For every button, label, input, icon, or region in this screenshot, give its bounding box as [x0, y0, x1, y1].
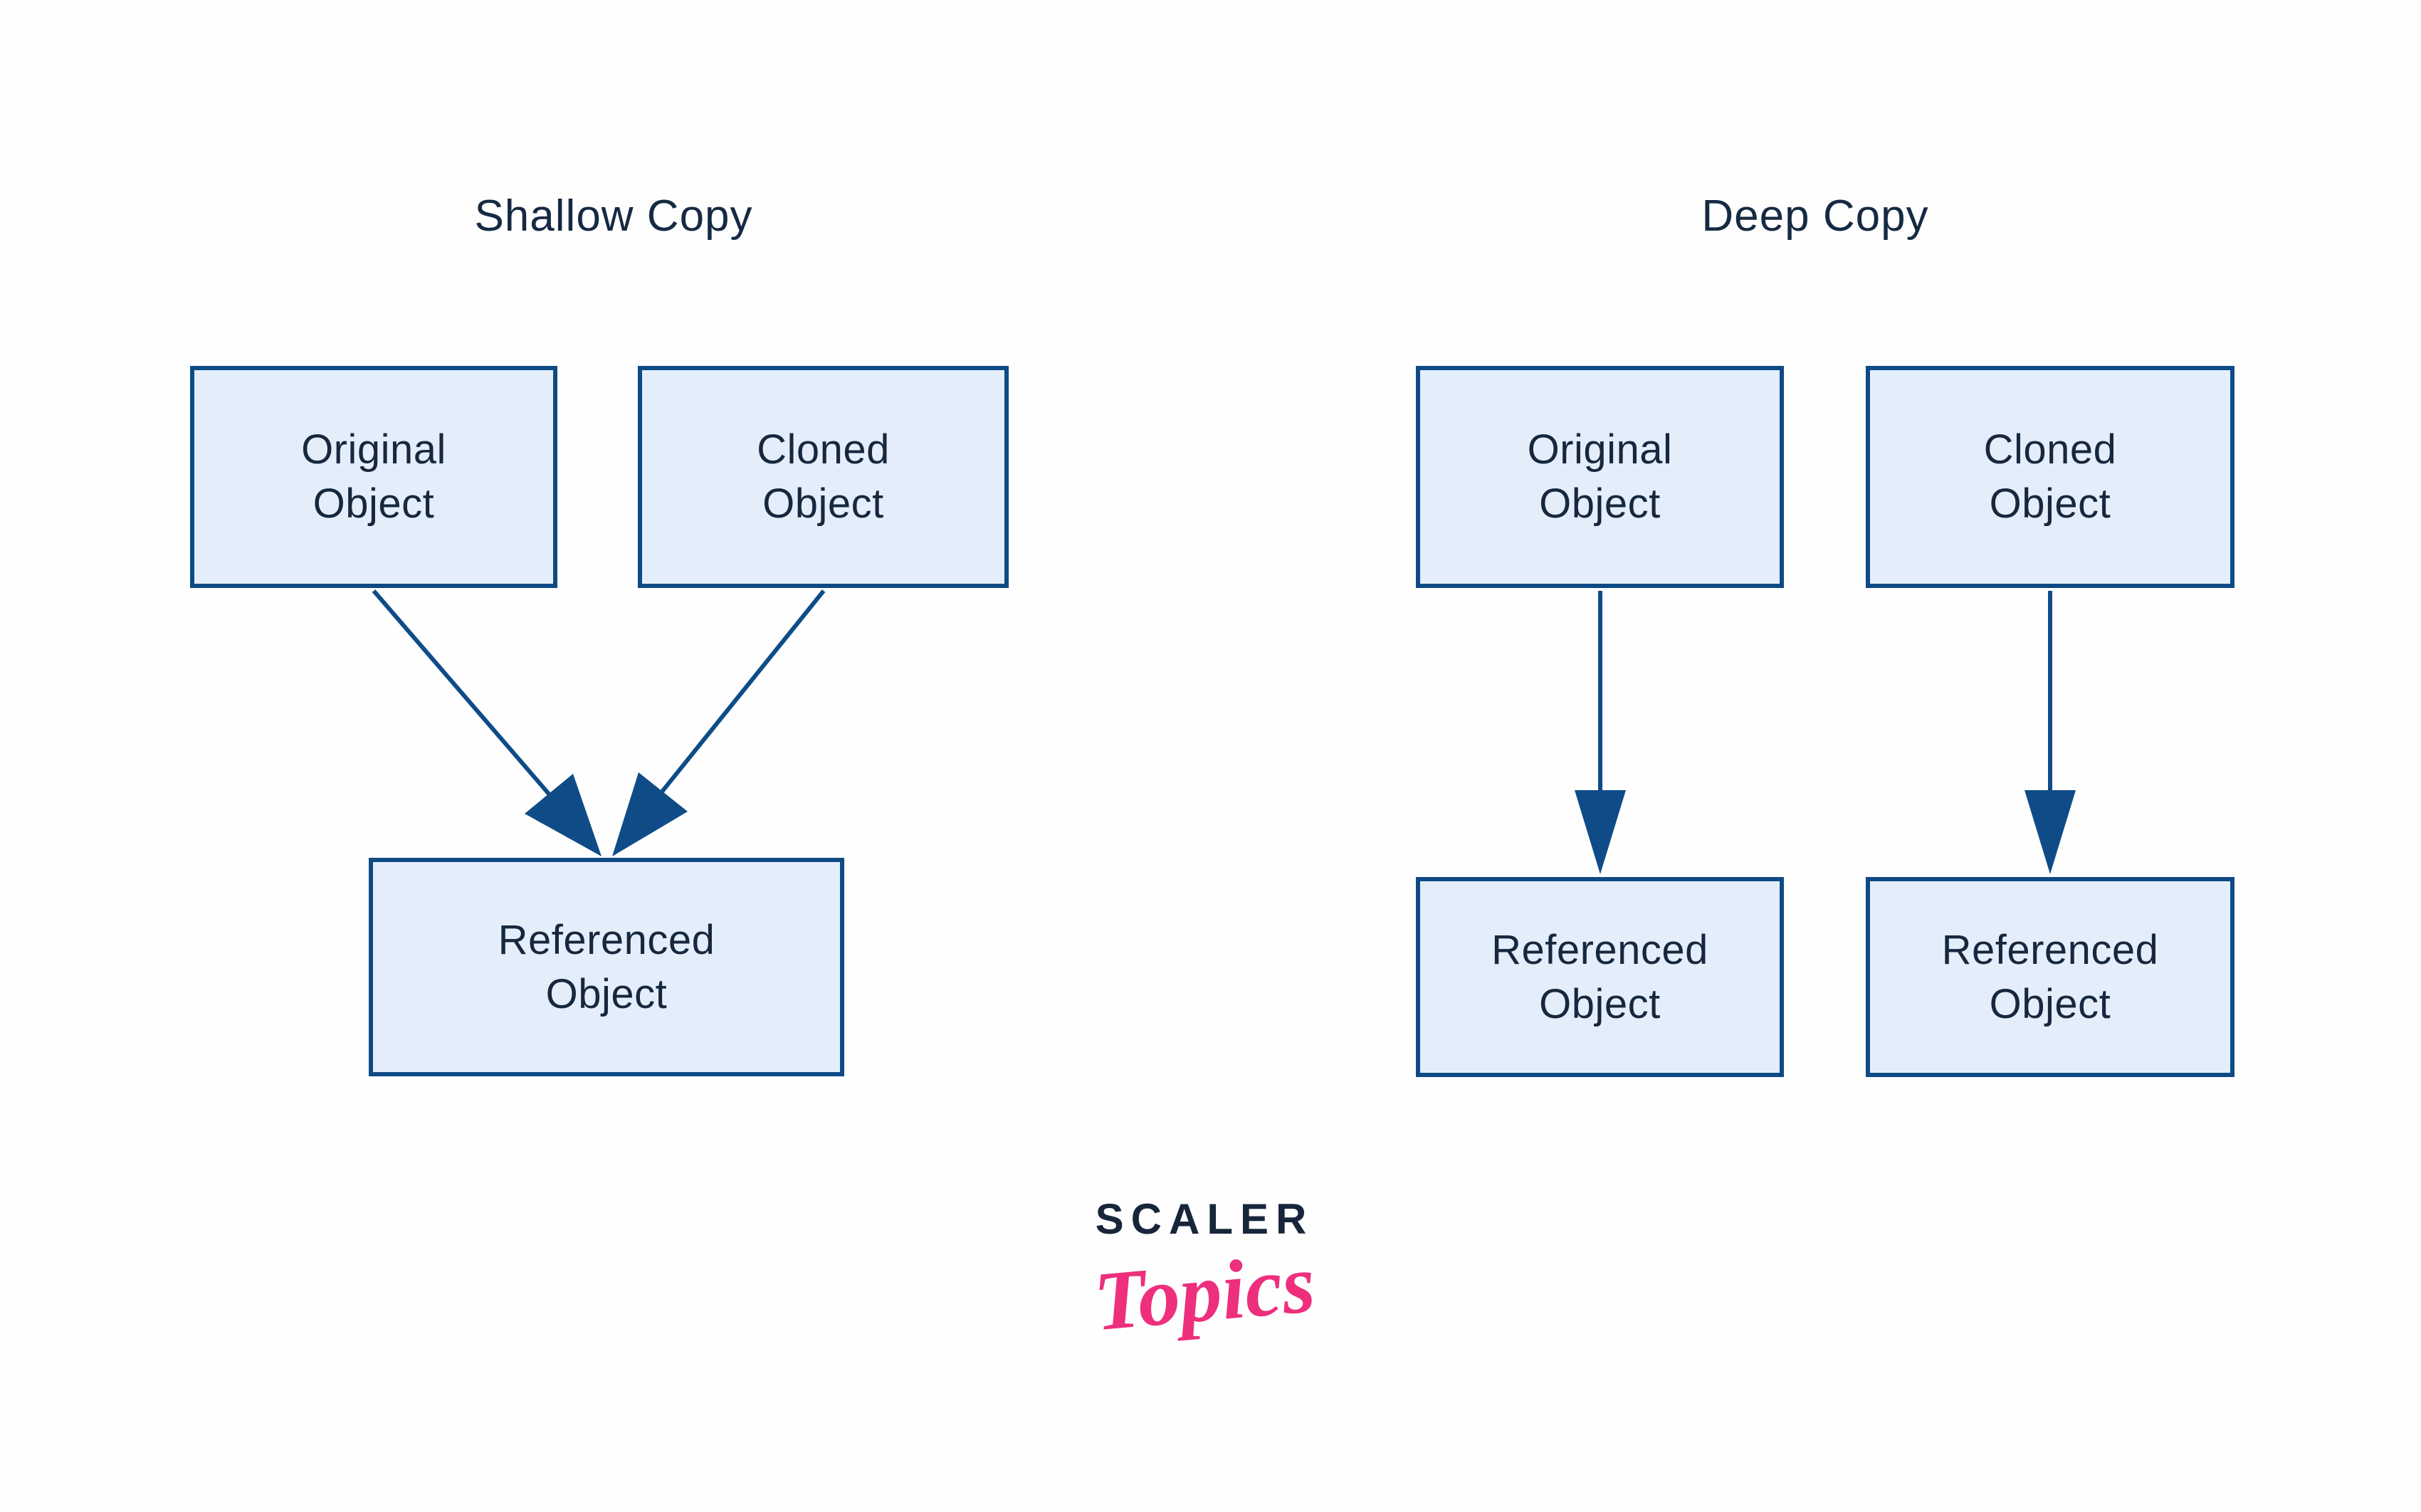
deep-referenced-object-left-box: Referenced Object — [1416, 877, 1784, 1077]
box-label-line: Object — [1989, 481, 2111, 527]
arrow-deep-original-to-referenced — [1575, 591, 1626, 874]
arrow-deep-cloned-to-referenced — [2024, 591, 2076, 874]
deep-cloned-object-box: Cloned Object — [1866, 366, 2234, 588]
box-label-line: Referenced — [1491, 926, 1708, 973]
box-label-line: Object — [313, 481, 435, 527]
box-label-line: Cloned — [1983, 426, 2117, 473]
deep-copy-title: Deep Copy — [1701, 191, 1929, 241]
box-label-line: Original — [301, 426, 446, 473]
shallow-cloned-object-box: Cloned Object — [638, 366, 1009, 588]
shallow-referenced-object-box: Referenced Object — [369, 858, 844, 1076]
box-label-line: Original — [1527, 426, 1673, 473]
deep-original-object-box: Original Object — [1416, 366, 1784, 588]
logo-brand-text: SCALER — [1095, 1195, 1314, 1243]
scaler-topics-logo: SCALER Topics — [1041, 1195, 1368, 1348]
arrow-shallow-cloned-to-referenced — [612, 589, 826, 856]
box-label-line: Referenced — [1941, 926, 2159, 973]
box-label-line: Object — [1539, 980, 1661, 1027]
arrow-shallow-original-to-referenced — [372, 589, 602, 856]
logo-sub-text: Topics — [1090, 1236, 1319, 1349]
box-label-line: Object — [1539, 481, 1661, 527]
box-label-line: Object — [1989, 980, 2111, 1027]
box-label-line: Object — [545, 970, 668, 1017]
box-label-line: Object — [762, 481, 884, 527]
shallow-copy-title: Shallow Copy — [474, 191, 753, 241]
box-label-line: Referenced — [498, 916, 715, 963]
deep-referenced-object-right-box: Referenced Object — [1866, 877, 2234, 1077]
shallow-original-object-box: Original Object — [190, 366, 557, 588]
box-label-line: Cloned — [757, 426, 890, 473]
